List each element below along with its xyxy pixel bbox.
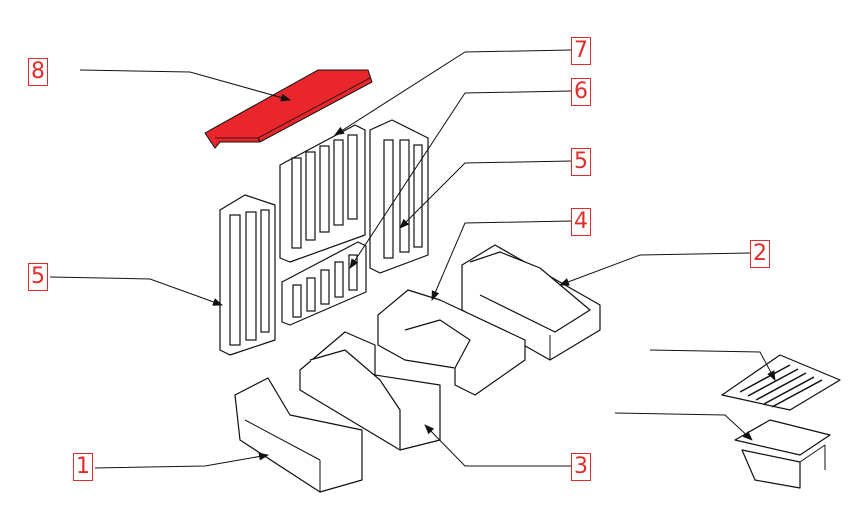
callout-5-left: 5 [28,263,48,291]
part-1-left-base[interactable] [234,377,363,493]
part-6-back-panel-lower[interactable] [281,241,367,326]
leader-lines [49,49,776,469]
part-3-front-base[interactable] [299,331,441,451]
callout-3: 3 [571,453,591,481]
part-2-right-base[interactable] [461,244,601,361]
part-5-side-panel-left[interactable] [219,194,276,356]
part-5-side-panel-right[interactable] [369,119,429,274]
ash-pan[interactable] [734,419,831,489]
callout-5-right: 5 [571,148,591,176]
part-8-top-plate[interactable] [204,69,373,149]
callout-7: 7 [571,37,591,65]
part-7-back-panel-upper[interactable] [279,124,366,263]
callout-8: 8 [28,58,48,86]
callout-2: 2 [750,240,770,268]
grate[interactable] [721,354,841,411]
callout-6: 6 [571,78,591,106]
callout-1: 1 [73,453,93,481]
part-4-middle-base[interactable] [377,289,526,396]
callout-4: 4 [571,208,591,236]
